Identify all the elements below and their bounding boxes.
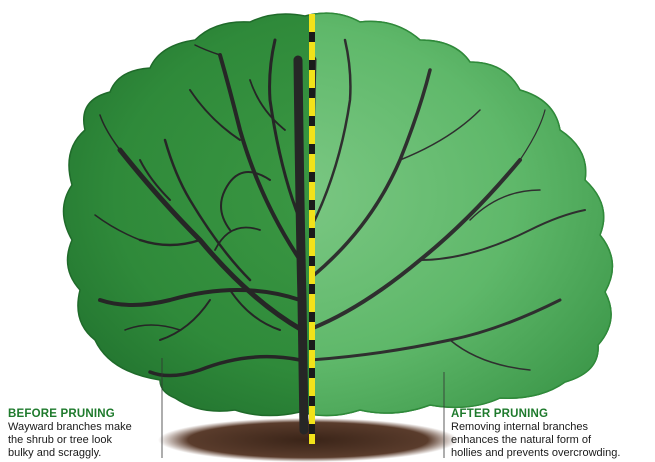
before-pruning-line-1: Wayward branches make <box>8 421 158 434</box>
after-pruning-line-2: enhances the natural form of <box>451 434 651 447</box>
after-pruning-title: AFTER PRUNING <box>451 408 651 421</box>
after-pruning-line-3: hollies and prevents overcrowding. <box>451 447 651 460</box>
before-pruning-line-3: bulky and scraggly. <box>8 447 158 460</box>
before-pruning-line-2: the shrub or tree look <box>8 434 158 447</box>
before-pruning-caption: BEFORE PRUNING Wayward branches make the… <box>8 408 158 460</box>
after-pruning-caption: AFTER PRUNING Removing internal branches… <box>451 408 651 460</box>
after-pruning-line-1: Removing internal branches <box>451 421 651 434</box>
before-pruning-title: BEFORE PRUNING <box>8 408 158 421</box>
